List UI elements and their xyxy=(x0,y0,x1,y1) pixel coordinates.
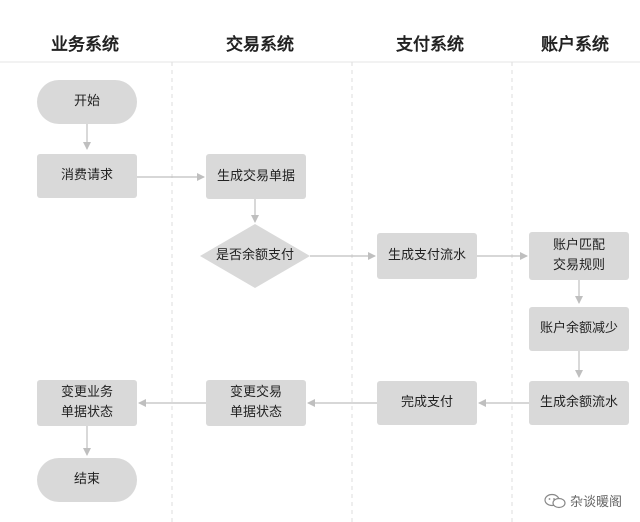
decision-diamond xyxy=(200,224,310,288)
lane-title-account: 账户系统 xyxy=(541,35,609,55)
watermark: 杂谈暖阁 xyxy=(544,491,622,510)
lane-title-business: 业务系统 xyxy=(51,35,119,55)
change-trade-status-node: 变更交易 单据状态 xyxy=(206,380,306,426)
balance-decrease-node: 账户余额减少 xyxy=(529,307,629,351)
lane-title-trade: 交易系统 xyxy=(226,35,294,55)
start-node: 开始 xyxy=(37,80,137,124)
watermark-text: 杂谈暖阁 xyxy=(569,495,622,510)
wechat-icon xyxy=(544,493,566,508)
end-node: 结束 xyxy=(37,458,137,502)
generate-balance-flow-node: 生成余额流水 xyxy=(529,381,629,425)
balance-pay-decision-label: 是否余额支付 xyxy=(215,248,294,263)
complete-payment-node: 完成支付 xyxy=(377,381,477,425)
consume-request-node: 消费请求 xyxy=(37,154,137,198)
lane-title-payment: 支付系统 xyxy=(396,35,464,55)
match-trade-rules-node: 账户匹配 交易规则 xyxy=(529,232,629,280)
generate-pay-flow-node: 生成支付流水 xyxy=(377,233,477,279)
change-business-status-node: 变更业务 单据状态 xyxy=(37,380,137,426)
generate-trade-doc-node: 生成交易单据 xyxy=(206,154,306,199)
